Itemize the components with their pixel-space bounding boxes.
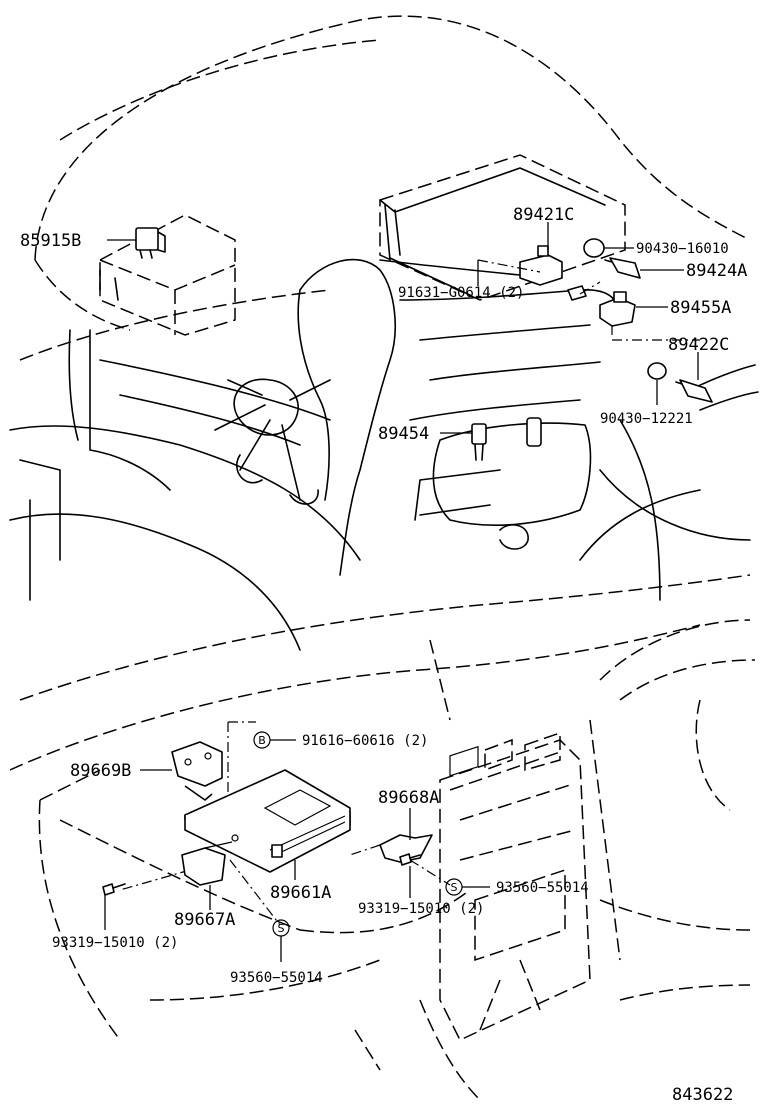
label-91616-60616: 91616−60616 (2)	[302, 733, 428, 749]
bolt-91631	[567, 285, 587, 301]
label-93560-55014-bottom: 93560−55014	[230, 970, 323, 986]
plug-90430-12221	[647, 362, 667, 380]
label-89667a: 89667A	[174, 910, 235, 930]
label-89455a: 89455A	[670, 298, 731, 318]
bolt-marker-b: B	[253, 731, 271, 749]
label-89424a: 89424A	[686, 261, 747, 281]
bolt-93319-left	[102, 883, 126, 896]
label-91631-g0614: 91631−G0614 (2)	[398, 285, 524, 301]
label-93319-15010-left: 93319−15010 (2)	[52, 935, 178, 951]
label-93319-15010-right: 93319−15010 (2)	[358, 901, 484, 917]
bracket-89667a	[181, 841, 233, 886]
label-85915b: 85915B	[20, 231, 81, 251]
sensor-89454	[471, 423, 487, 461]
screw-marker-s-right-text: S	[451, 881, 458, 894]
sensor-89421c	[519, 245, 563, 286]
screw-marker-s-bottom-text: S	[278, 922, 285, 935]
diagram-id: 843622	[672, 1085, 733, 1105]
engine-bay-drawing	[9, 15, 759, 651]
bracket-89669b	[171, 741, 223, 801]
callout-labels: 85915B 89421C 90430−16010 89424A 91631−G…	[20, 205, 747, 1105]
label-89422c: 89422C	[668, 335, 729, 355]
label-90430-12221: 90430−12221	[600, 411, 693, 427]
sensor-89455a	[599, 291, 636, 327]
screw-marker-s-right: S	[445, 878, 463, 896]
bolt-93319-right	[399, 853, 421, 866]
label-89421c: 89421C	[513, 205, 574, 225]
bottom-leaders	[104, 739, 490, 962]
bolt-marker-b-text: B	[258, 734, 266, 747]
label-89669b: 89669B	[70, 761, 131, 781]
top-leaders	[107, 222, 700, 434]
sensor-89422c	[675, 379, 713, 403]
plug-90430-16010	[583, 238, 605, 258]
screw-marker-s-bottom: S	[272, 919, 290, 937]
ecu-89661a	[184, 769, 351, 873]
label-90430-16010: 90430−16010	[636, 241, 729, 257]
sensor-89424a	[604, 257, 641, 279]
label-89668a: 89668A	[378, 788, 439, 808]
label-93560-55014-right: 93560−55014	[496, 880, 589, 896]
label-89454: 89454	[378, 424, 429, 444]
relay-85915b	[135, 227, 166, 259]
dashboard-drawing	[9, 574, 756, 1101]
label-89661a: 89661A	[270, 883, 331, 903]
